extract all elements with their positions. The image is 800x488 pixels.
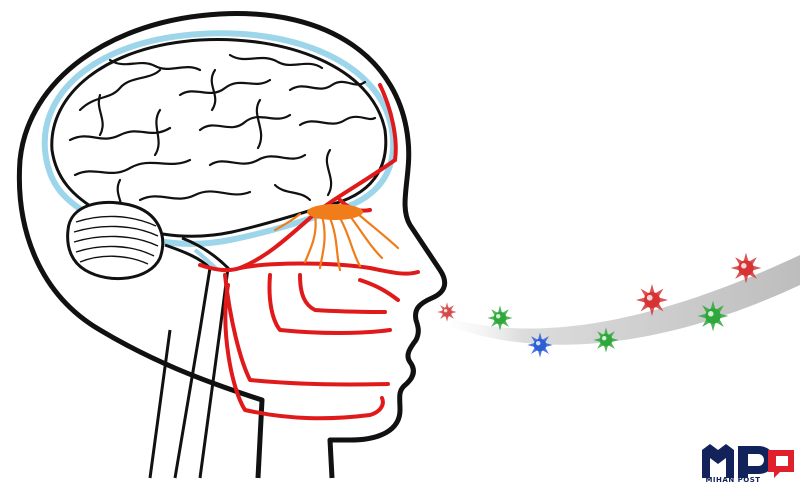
brain-folds — [68, 53, 377, 217]
odor-molecule — [487, 305, 513, 331]
head-outline — [16, 11, 448, 479]
odor-molecule — [697, 300, 729, 332]
odor-molecules — [437, 252, 762, 358]
nerve-pathways — [198, 83, 420, 421]
odor-molecule — [730, 252, 762, 284]
odor-molecule — [437, 302, 457, 322]
cerebellum-folds — [73, 215, 159, 265]
odor-molecule — [527, 332, 553, 358]
mihan-post-logo: MIHAN POST — [702, 444, 794, 484]
olfactory-bulb — [273, 204, 400, 272]
cerebellum — [66, 201, 165, 281]
odor-molecule — [593, 327, 619, 353]
odor-molecule — [635, 283, 669, 317]
logo-text: MIHAN POST — [705, 476, 761, 484]
odor-stream — [430, 255, 800, 345]
